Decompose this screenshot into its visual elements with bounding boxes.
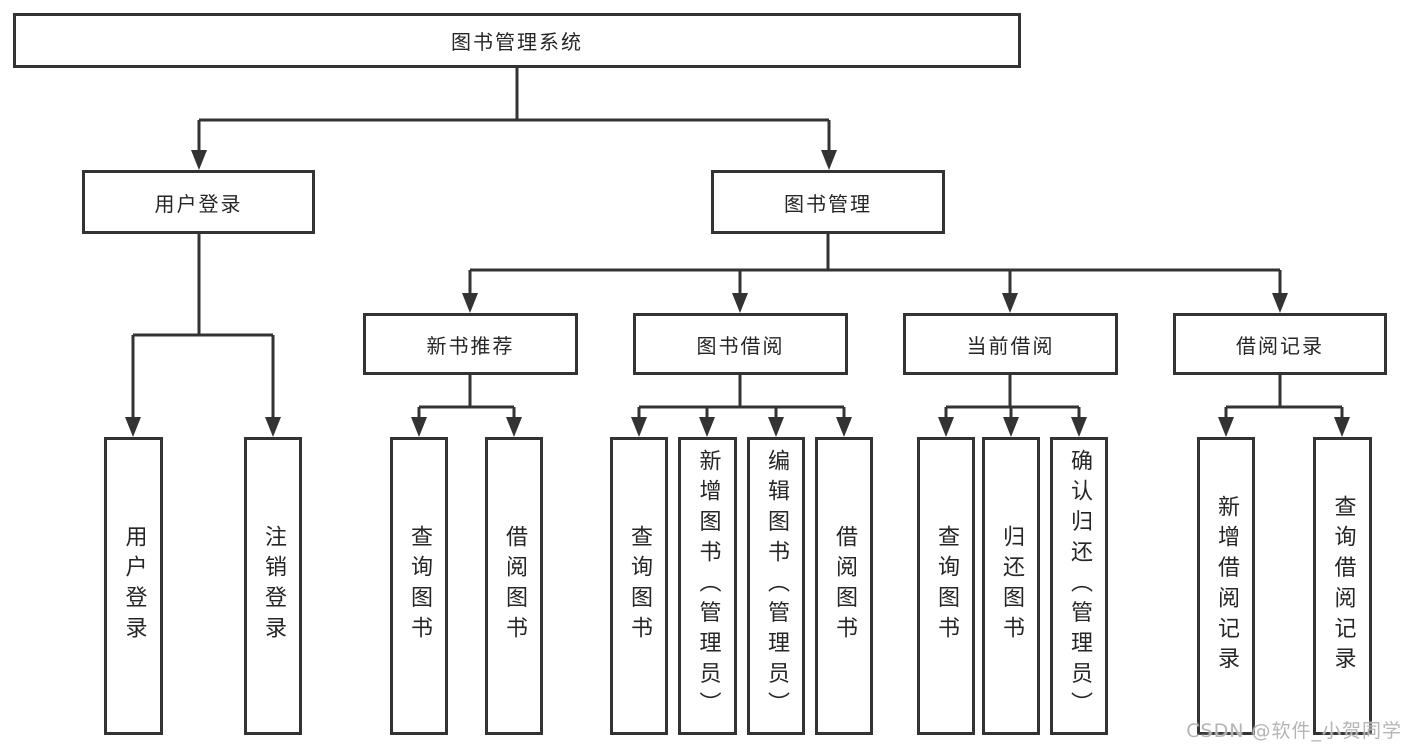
arrowheads	[125, 150, 1350, 437]
node-user-login: 用户登录	[82, 170, 315, 234]
leaf-borrow-books: 借阅图书	[815, 437, 873, 735]
edge-book-management-children	[468, 234, 1282, 297]
leaf-current-query-books: 查询图书	[917, 437, 975, 735]
leaf-edit-books-admin: 编辑图书（管理员）	[747, 437, 805, 735]
leaf-query-borrow-record: 查询借阅记录	[1313, 437, 1372, 735]
edge-root-to-level2	[197, 68, 831, 154]
node-current-borrow: 当前借阅	[903, 313, 1118, 375]
node-book-management: 图书管理	[711, 170, 945, 234]
leaf-borrow-query-books: 查询图书	[610, 437, 668, 735]
node-book-borrow: 图书借阅	[633, 313, 848, 375]
leaf-user-login: 用户登录	[104, 437, 163, 735]
edge-current-borrow-children	[944, 375, 1081, 421]
node-new-book-recommend: 新书推荐	[363, 313, 578, 375]
leaf-logout: 注销登录	[244, 437, 302, 735]
leaf-add-books-admin: 新增图书（管理员）	[678, 437, 737, 735]
node-borrow-records: 借阅记录	[1173, 313, 1387, 375]
edge-borrow-records-children	[1224, 375, 1344, 421]
leaf-return-books: 归还图书	[982, 437, 1040, 735]
leaf-confirm-return-admin: 确认归还（管理员）	[1050, 437, 1108, 735]
edge-user-login-children	[131, 234, 275, 421]
edge-book-borrow-children	[637, 375, 846, 421]
leaf-add-borrow-record: 新增借阅记录	[1197, 437, 1255, 735]
leaf-recommend-borrow-books: 借阅图书	[485, 437, 543, 735]
csdn-watermark: CSDN @软件_小贺同学	[1186, 720, 1402, 742]
edge-new-book-recommend-children	[417, 375, 516, 421]
node-root-system: 图书管理系统	[13, 13, 1021, 68]
leaf-recommend-query-books: 查询图书	[390, 437, 448, 735]
